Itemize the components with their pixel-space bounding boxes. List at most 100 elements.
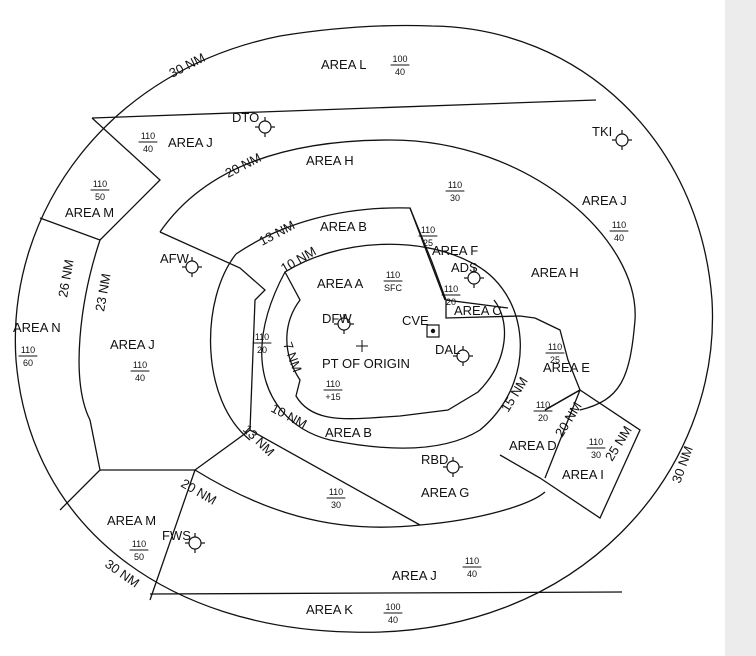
area-b-bottom-name: AREA B [325,425,372,440]
area-m-nw-boundary [91,117,161,241]
area-i-line [544,389,581,479]
area-f-altitude-top: 110 [421,225,435,235]
area-e-name: AREA E [543,360,590,375]
distance-nm25-e: 25 NM [602,423,635,463]
navaid-rbd-icon [443,457,463,477]
navaid-tki-icon [612,130,632,150]
area-j-nw-altitude-top: 110 [141,131,155,141]
area-d-altitude-bottom: 20 [538,413,548,423]
distance-nm13-top: 13 NM [256,217,297,248]
navaid-afw: AFW [160,251,202,277]
area-h-small: AREA H [531,265,579,280]
area-i-altitude-top: 110 [589,437,603,447]
area-j-inner-altitude-top: 110 [326,379,340,389]
area-m-sw-altitude-top: 110 [132,539,146,549]
area-k-name: AREA K [306,602,353,617]
navaid-cve-dot [430,328,436,334]
navaid-cve-label: CVE [402,313,429,328]
area-f-name: AREA F [432,243,478,258]
area-b-bottom: AREA B [325,425,372,440]
area-g-altitude-top: 110 [329,487,343,497]
area-j-south-name: AREA J [392,568,437,583]
distance-nm20-e: 20 NM [552,399,585,439]
navaid-dto: DTO [232,110,275,137]
area-b-top: AREA B [320,219,367,234]
area-j-south-altitude-bottom: 40 [467,569,477,579]
area-d-name: AREA D [509,438,557,453]
area-j-inner: 110+15 [323,379,343,402]
navaid-dto-label: DTO [232,110,259,125]
distance-nm30-nw: 30 NM [167,50,208,81]
outer-30nm-boundary [14,24,714,633]
area-m-nw-altitude-bottom: 50 [95,192,105,202]
area-j-west-name: AREA J [110,337,155,352]
navaid-dto-icon [255,117,275,137]
area-d-boundary [499,389,641,519]
ring-13nm [235,207,509,309]
area-c-line [445,300,536,319]
area-l-chord [91,99,597,119]
area-j-east-altitude-bottom: 40 [614,233,624,243]
navaid-dal-icon [453,346,473,366]
area-j-inner-altitude-bottom: +15 [325,392,340,402]
distance-nm13-bottom: 13 NM [240,422,278,460]
area-n-altitude-top: 110 [21,345,35,355]
area-c-altitude-top: 110 [444,284,458,294]
navaid-rbd-label: RBD [421,452,448,467]
area-a-boundary [284,271,506,420]
area-j-west-altitude-bottom: 40 [135,373,145,383]
navaid-dal-label: DAL [435,342,460,357]
ring-b-west-altitude-top: 110 [255,332,269,342]
area-m-sw-altitude-bottom: 50 [134,552,144,562]
area-m-nw-name: AREA M [65,205,114,220]
navaid-dfw: DFW [322,311,354,334]
navaid-dfw-label: DFW [322,311,352,326]
area-h-small-name: AREA H [531,265,579,280]
navaid-tki-label: TKI [592,124,612,139]
navaid-ads: ADS [451,260,484,288]
distance-nm7: 7 NM [280,340,305,374]
navaid-dal: DAL [435,342,473,366]
area-g-name: AREA G [421,485,469,500]
navaid-dfw-icon [334,314,354,334]
area-h-top-altitude-bottom: 30 [450,193,460,203]
area-e-altitude-top: 110 [548,342,562,352]
navaids: DTO TKI AFW ADS DFW CVE DAL RBD FWS [160,110,632,553]
area-b-top-name: AREA B [320,219,367,234]
navaid-rbd: RBD [421,452,463,477]
navaid-ads-icon [464,268,484,288]
distance-nm10-top: 10 NM [278,243,319,275]
ring-b-west-altitude-bottom: 20 [257,345,267,355]
ring-20nm [159,139,636,411]
navaid-fws: FWS [162,528,205,553]
navaid-cve: CVE [402,313,440,338]
area-l-altitude-bottom: 40 [395,67,405,77]
area-e-altitude-bottom: 25 [550,355,560,365]
area-j-east-name: AREA J [582,193,627,208]
